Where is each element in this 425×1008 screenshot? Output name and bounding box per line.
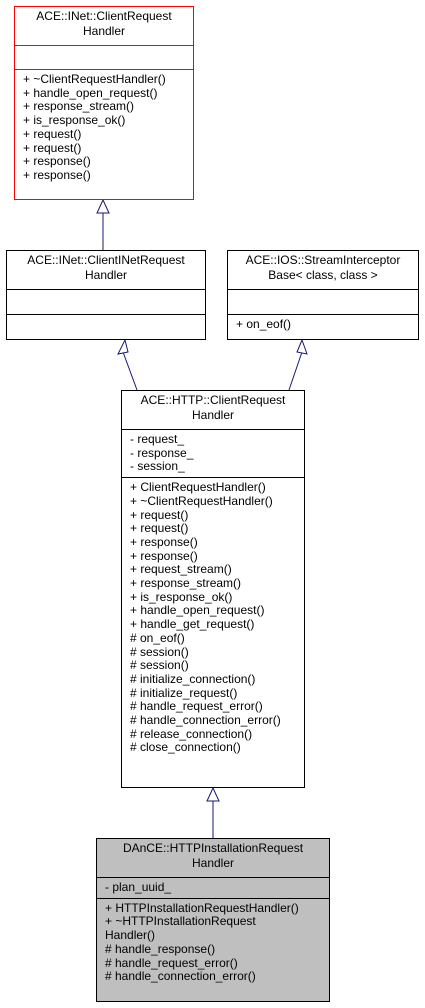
method: + handle_open_request() — [130, 603, 265, 618]
method: # session() — [130, 658, 189, 673]
method: # session() — [130, 644, 189, 659]
method: # initialize_request() — [130, 685, 238, 700]
edge-httpclient-to-clientinet — [117, 338, 138, 391]
method: + ~HTTPInstallationRequest — [105, 914, 256, 929]
attributes-section: - plan_uuid_ — [97, 877, 329, 898]
attributes-section — [15, 45, 193, 69]
class-title: DAnCE::HTTPInstallationRequest Handler — [97, 839, 329, 877]
class-title-line: Handler — [82, 24, 126, 38]
edge-clientinet-to-clientrequest — [96, 198, 110, 250]
attribute: - response_ — [130, 445, 194, 460]
class-box-inet-client-request-handler: ACE::INet::ClientRequest Handler + ~Clie… — [14, 6, 194, 200]
method: + handle_get_request() — [130, 617, 255, 632]
method: # handle_request_error() — [105, 955, 238, 970]
class-title: ACE::INet::ClientINetRequest Handler — [7, 251, 205, 289]
class-title-line: Handler — [191, 856, 235, 870]
method: # handle_connection_error() — [130, 713, 281, 728]
method: + request() — [23, 126, 82, 141]
method: + is_response_ok() — [130, 589, 233, 604]
class-title-line: Handler — [191, 408, 235, 422]
methods-section: + ~ClientRequestHandler() + handle_open_… — [15, 69, 193, 186]
method: + ClientRequestHandler() — [130, 480, 266, 495]
class-title-line: Base< class, class > — [268, 268, 378, 282]
method: + response_stream() — [130, 576, 242, 591]
method: # initialize_connection() — [130, 671, 256, 686]
attributes-section — [7, 289, 205, 314]
method: + on_eof() — [236, 317, 292, 331]
method: + HTTPInstallationRequestHandler() — [105, 900, 299, 915]
method: + request() — [23, 140, 82, 155]
method: + is_response_ok() — [23, 113, 126, 128]
class-box-http-client-request-handler: ACE::HTTP::ClientRequest Handler - reque… — [121, 390, 305, 788]
method: + request() — [130, 521, 189, 536]
method: + response() — [23, 167, 91, 182]
method: + response_stream() — [23, 99, 135, 114]
methods-section — [7, 314, 205, 339]
method: + response() — [130, 548, 198, 563]
method: # handle_connection_error() — [105, 969, 256, 984]
method: + ~ClientRequestHandler() — [130, 493, 273, 508]
class-title-line: ACE::IOS::StreamInterceptor — [245, 253, 401, 267]
class-title-line: ACE::INet::ClientINetRequest — [27, 253, 185, 267]
class-title-line: ACE::INet::ClientRequest — [36, 9, 172, 23]
attribute: - session_ — [130, 459, 185, 474]
attribute: - request_ — [130, 432, 185, 446]
attributes-section — [228, 289, 418, 314]
method: + request() — [130, 507, 189, 522]
class-title: ACE::HTTP::ClientRequest Handler — [122, 391, 304, 429]
method: # handle_response() — [105, 941, 216, 956]
edge-httpclient-to-streaminterceptor — [288, 338, 308, 391]
class-title-line: DAnCE::HTTPInstallationRequest — [122, 841, 304, 855]
method: Handler() — [105, 928, 156, 943]
method: + response() — [130, 534, 198, 549]
class-title-line: ACE::HTTP::ClientRequest — [140, 393, 286, 407]
methods-section: + on_eof() — [228, 314, 418, 339]
class-box-dance-http-installation-request-handler: DAnCE::HTTPInstallationRequest Handler -… — [96, 838, 330, 1002]
methods-section: + HTTPInstallationRequestHandler() + ~HT… — [97, 897, 329, 987]
attributes-section: - request_ - response_ - session_ — [122, 429, 304, 477]
attribute: - plan_uuid_ — [105, 880, 172, 894]
methods-section: + ClientRequestHandler() + ~ClientReques… — [122, 477, 304, 758]
class-box-inet-client-inet-request-handler: ACE::INet::ClientINetRequest Handler — [6, 250, 206, 340]
method: + handle_open_request() — [23, 85, 158, 100]
method: + request_stream() — [130, 562, 232, 577]
method: # close_connection() — [130, 740, 241, 755]
method: # release_connection() — [130, 726, 253, 741]
class-box-ios-stream-interceptor-base: ACE::IOS::StreamInterceptor Base< class,… — [227, 250, 419, 340]
method: + response() — [23, 154, 91, 169]
edge-dance-to-httpclient — [206, 786, 220, 838]
class-title: ACE::INet::ClientRequest Handler — [15, 7, 193, 45]
class-title-line: Handler — [84, 268, 128, 282]
method: # on_eof() — [130, 630, 185, 645]
method: + ~ClientRequestHandler() — [23, 72, 166, 86]
method: # handle_request_error() — [130, 699, 263, 714]
class-title: ACE::IOS::StreamInterceptor Base< class,… — [228, 251, 418, 289]
